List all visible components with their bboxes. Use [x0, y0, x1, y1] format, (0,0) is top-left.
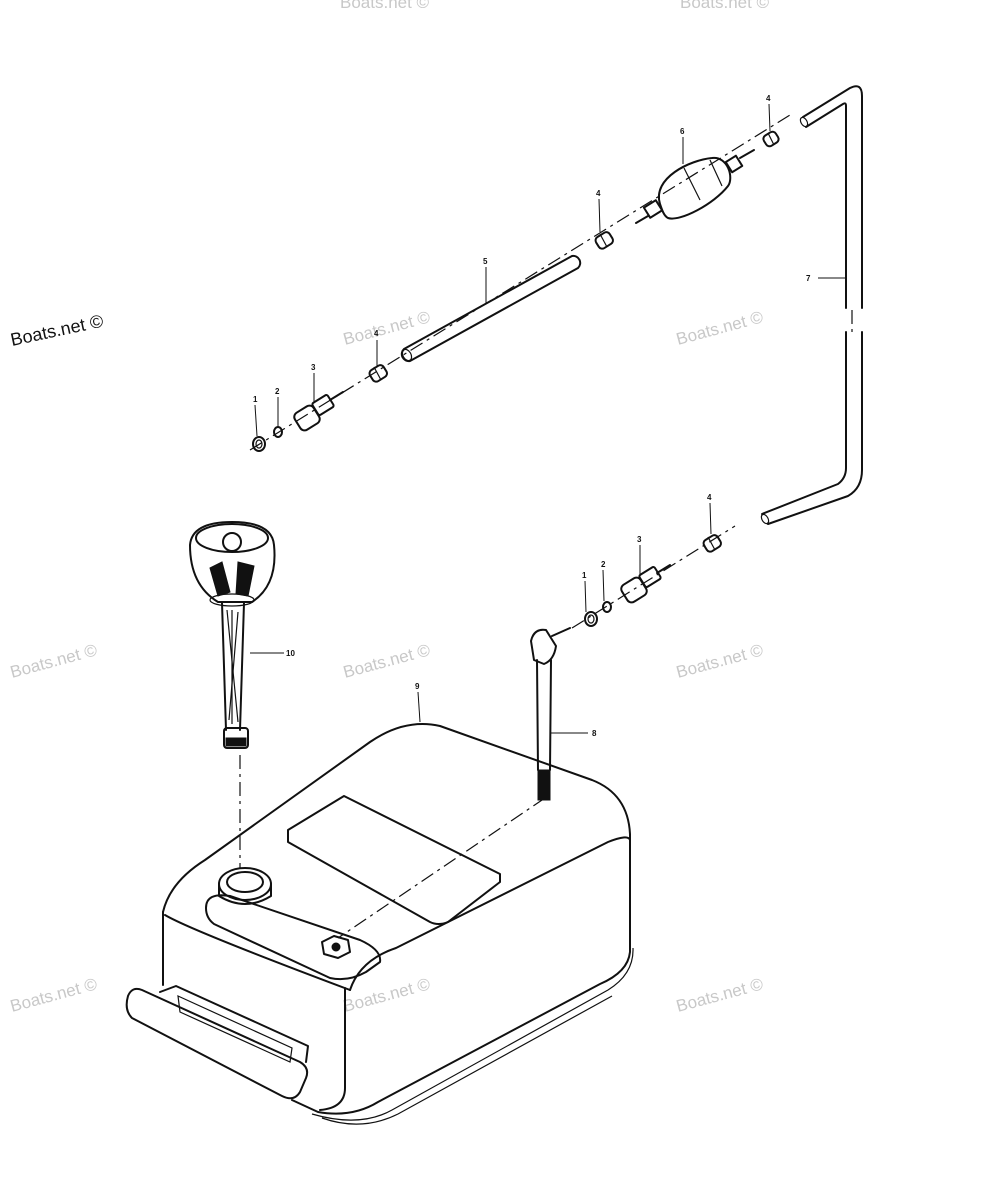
watermark-lower-right: Boats.net ©: [674, 974, 765, 1016]
callout-5: 5: [483, 257, 488, 266]
callout-3-upper: 3: [311, 363, 316, 372]
seal-lower: [602, 601, 612, 613]
callout-4-upper-right: 4: [766, 94, 771, 103]
connector-upper: [293, 391, 344, 432]
watermark-middle-center: Boats.net ©: [341, 640, 432, 682]
seal-upper: [273, 426, 283, 438]
connector-lower: [620, 564, 671, 604]
watermark-upper-right: Boats.net ©: [674, 307, 765, 349]
watermark-middle-right: Boats.net ©: [674, 640, 765, 682]
callout-1-lower: 1: [582, 571, 587, 580]
hose-segment: [400, 254, 582, 363]
callout-1-upper: 1: [253, 395, 258, 404]
clamp-lower: [702, 534, 722, 553]
watermark-top-right: Boats.net ©: [680, 0, 770, 12]
main-watermark: Boats.net ©: [9, 311, 105, 350]
callout-8: 8: [592, 729, 597, 738]
clamp-upper-mid: [594, 231, 614, 250]
upper-hose-assembly-line: [249, 114, 791, 451]
watermark-upper-center: Boats.net ©: [341, 307, 432, 349]
callout-4-upper-mid: 4: [596, 189, 601, 198]
callout-3-lower: 3: [637, 535, 642, 544]
callout-2-upper: 2: [275, 387, 280, 396]
callout-4-lower: 4: [707, 493, 712, 502]
lower-fitting-assembly-line: [571, 525, 736, 629]
callout-10: 10: [286, 649, 295, 658]
pickup-tube: [530, 627, 571, 801]
watermark-middle-left: Boats.net ©: [8, 640, 99, 682]
assembly-lines: [239, 114, 853, 939]
primer-bulb: [635, 149, 755, 224]
fuel-hose-long: [760, 85, 863, 525]
callout-2-lower: 2: [601, 560, 606, 569]
callout-6: 6: [680, 127, 685, 136]
filler-cap-gauge: [189, 521, 276, 749]
callout-7: 7: [806, 274, 811, 283]
leader-lines: [250, 103, 845, 734]
watermark-top-center: Boats.net ©: [340, 0, 430, 12]
callout-labels: 1 2 3 4 5 4 6 4 7 4 3 2 1 10 9 8: [253, 94, 811, 738]
fuel-tank: [125, 723, 634, 1125]
o-ring-upper: [252, 436, 266, 452]
pickup-assembly-line: [337, 797, 546, 939]
o-ring-lower: [584, 611, 598, 627]
watermark-lower-left: Boats.net ©: [8, 974, 99, 1016]
clamp-upper-right: [762, 130, 780, 148]
watermark-layer: Boats.net © Boats.net © Boats.net © Boat…: [8, 0, 769, 1016]
callout-4-upper-left: 4: [374, 329, 379, 338]
clamp-upper-left: [368, 364, 388, 383]
callout-9: 9: [415, 682, 420, 691]
